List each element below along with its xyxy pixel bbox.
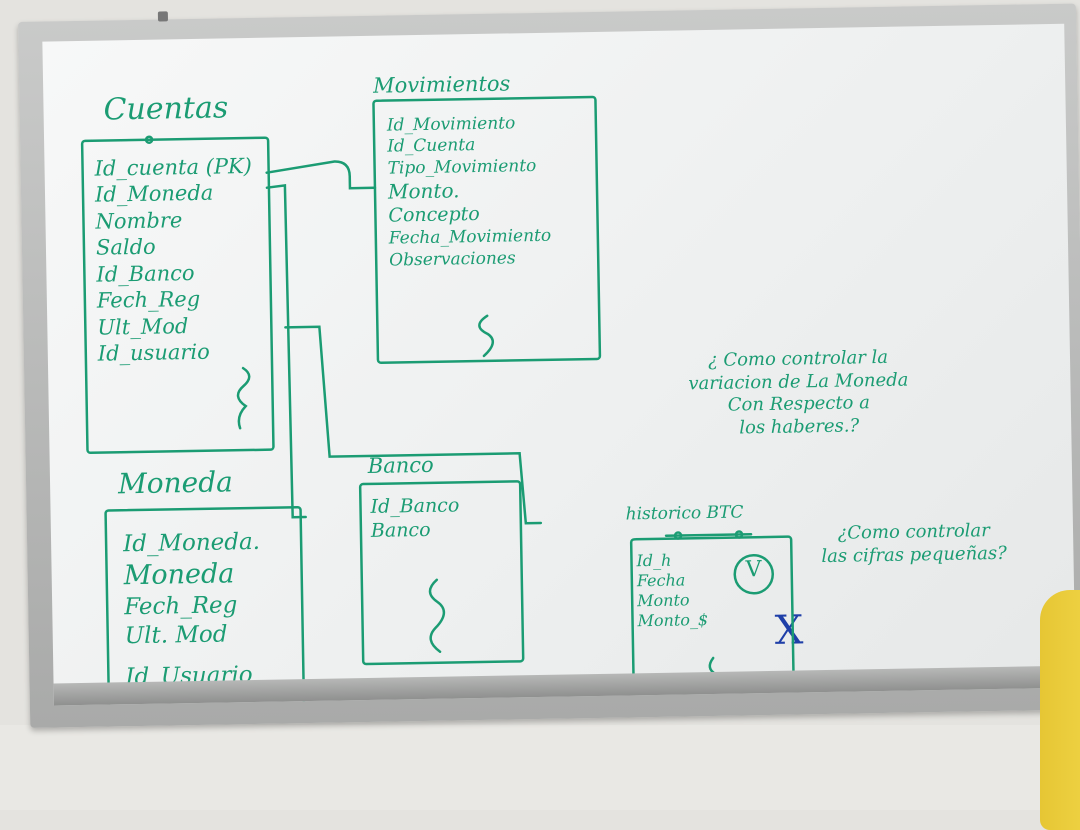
banco-box xyxy=(358,480,525,666)
connector-cuentas-moneda xyxy=(265,183,307,519)
cuentas-box xyxy=(80,136,275,455)
connector-cuentas-movimientos xyxy=(265,160,377,190)
movimientos-box xyxy=(372,95,602,364)
wall xyxy=(0,725,1080,810)
check-circle xyxy=(733,553,775,595)
connector-cuentas-banco xyxy=(284,325,543,525)
key-dot xyxy=(673,531,683,540)
yellow-cloth xyxy=(1040,590,1080,830)
historico-box xyxy=(629,535,795,691)
brace-mark xyxy=(236,366,251,430)
mounting-pin xyxy=(157,11,169,22)
moneda-box xyxy=(104,505,306,706)
brace-mark xyxy=(428,578,446,653)
key-dot xyxy=(144,135,154,144)
whiteboard: Cuentas Id_cuenta (PK) Id_Moneda Nombre … xyxy=(42,23,1076,706)
diagram-strokes xyxy=(80,95,795,706)
whiteboard-frame: Cuentas Id_cuenta (PK) Id_Moneda Nombre … xyxy=(18,3,1080,728)
key-dot xyxy=(734,530,744,539)
historico-key-line xyxy=(664,533,753,538)
brace-mark xyxy=(478,314,494,358)
